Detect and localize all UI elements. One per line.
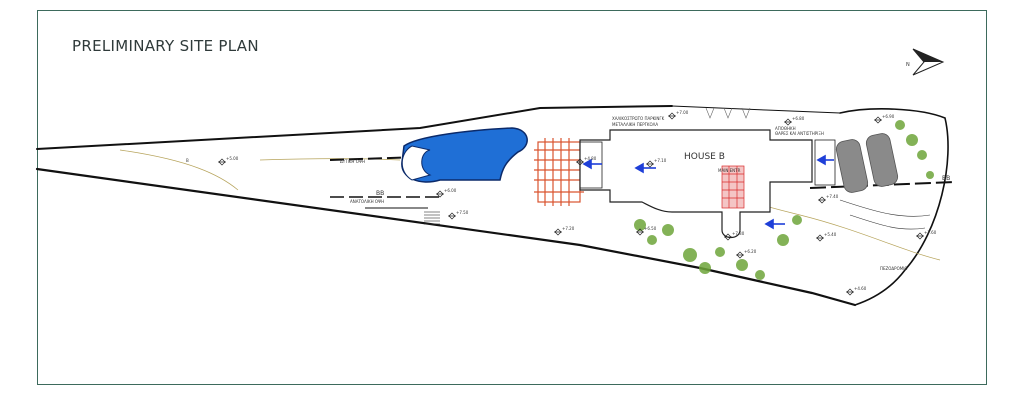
level-value: +6.00	[444, 188, 457, 193]
page-title: PRELIMINARY SITE PLAN	[72, 37, 259, 55]
level-value: +6.50	[644, 226, 657, 231]
level-markers: +5.00 +6.00 +7.00 +7.50 +7.20 +6.80 +4.80 +7.10…	[218, 110, 937, 296]
level-marker: +6.90	[874, 114, 895, 124]
level-value: +6.20	[744, 249, 757, 254]
level-value: +7.20	[562, 226, 575, 231]
north-label: N	[906, 62, 910, 68]
level-marker: +4.60	[846, 286, 867, 296]
level-marker: +7.00	[668, 110, 689, 120]
house-label: HOUSE B	[684, 152, 725, 162]
service-label: ΑΠΟΘΗΚΗ	[775, 126, 796, 131]
pool-east-label: ΑΝΑΤΟΛΙΚΗ ΟΨΗ	[350, 199, 384, 204]
level-value: +6.80	[792, 116, 805, 121]
main-entrance-hatch	[721, 165, 745, 209]
swimming-pool	[401, 127, 528, 183]
section-b-label: B	[186, 158, 189, 163]
top-service-marks	[705, 107, 751, 119]
level-marker: +5.00	[218, 156, 239, 166]
section-bb-label-1: BB	[376, 190, 384, 197]
pergola	[534, 138, 584, 206]
level-value: +4.60	[854, 286, 867, 291]
level-marker: +6.50	[636, 226, 657, 236]
level-marker: +7.20	[554, 226, 575, 236]
parking-sub-label: ΜΕΤΑΛΛΙΚΗ ΠΕΡΓΚΟΛΑ	[612, 122, 658, 127]
pool-west-label: ΔΥΤΙΚΗ ΟΨΗ	[340, 159, 365, 164]
level-marker: +7.10	[646, 158, 667, 168]
parking-cars	[835, 133, 899, 193]
level-marker: +6.20	[736, 249, 757, 259]
level-marker: +6.00	[436, 188, 457, 198]
parking-stripes	[839, 199, 931, 230]
level-value: +7.10	[654, 158, 667, 163]
level-value: +6.90	[882, 114, 895, 119]
parking-note-label: ΧΑΛΙΚΟΣΤΡΩΤΟ ΠΑΡΚΙΝΓΚ	[612, 116, 665, 121]
drawing-frame	[37, 10, 987, 385]
level-marker: +4.80	[576, 156, 597, 166]
section-bb-label-2: BB	[942, 175, 950, 182]
level-value: +5.40	[824, 232, 837, 237]
contour-lines	[119, 149, 941, 261]
entry-arrows	[582, 154, 834, 230]
level-value: +5.00	[226, 156, 239, 161]
level-value: +4.80	[584, 156, 597, 161]
north-arrow-icon: N	[906, 48, 945, 76]
main-entrance-label: MAIN ENTR	[718, 168, 741, 173]
level-value: +7.40	[826, 194, 839, 199]
road-label: ΠΕΖΟΔΡΟΜΙΟ	[880, 266, 908, 271]
level-marker: +7.60	[916, 230, 937, 240]
tiny-note-label: ΘΑΡΕΣ ΚΑΙ ΑΝΤΙΣΤΗΡΙΞΗ	[775, 131, 824, 136]
level-marker: +7.40	[818, 194, 839, 204]
level-value: +7.60	[924, 230, 937, 235]
level-marker: +7.50	[448, 210, 469, 220]
pool-stairs	[424, 211, 440, 225]
level-value: +7.30	[732, 231, 745, 236]
level-value: +7.50	[456, 210, 469, 215]
level-value: +7.00	[676, 110, 689, 115]
garden-planting	[634, 120, 934, 280]
level-marker: +6.80	[784, 116, 805, 126]
level-marker: +5.40	[816, 232, 837, 242]
level-marker: +7.30	[724, 231, 745, 241]
